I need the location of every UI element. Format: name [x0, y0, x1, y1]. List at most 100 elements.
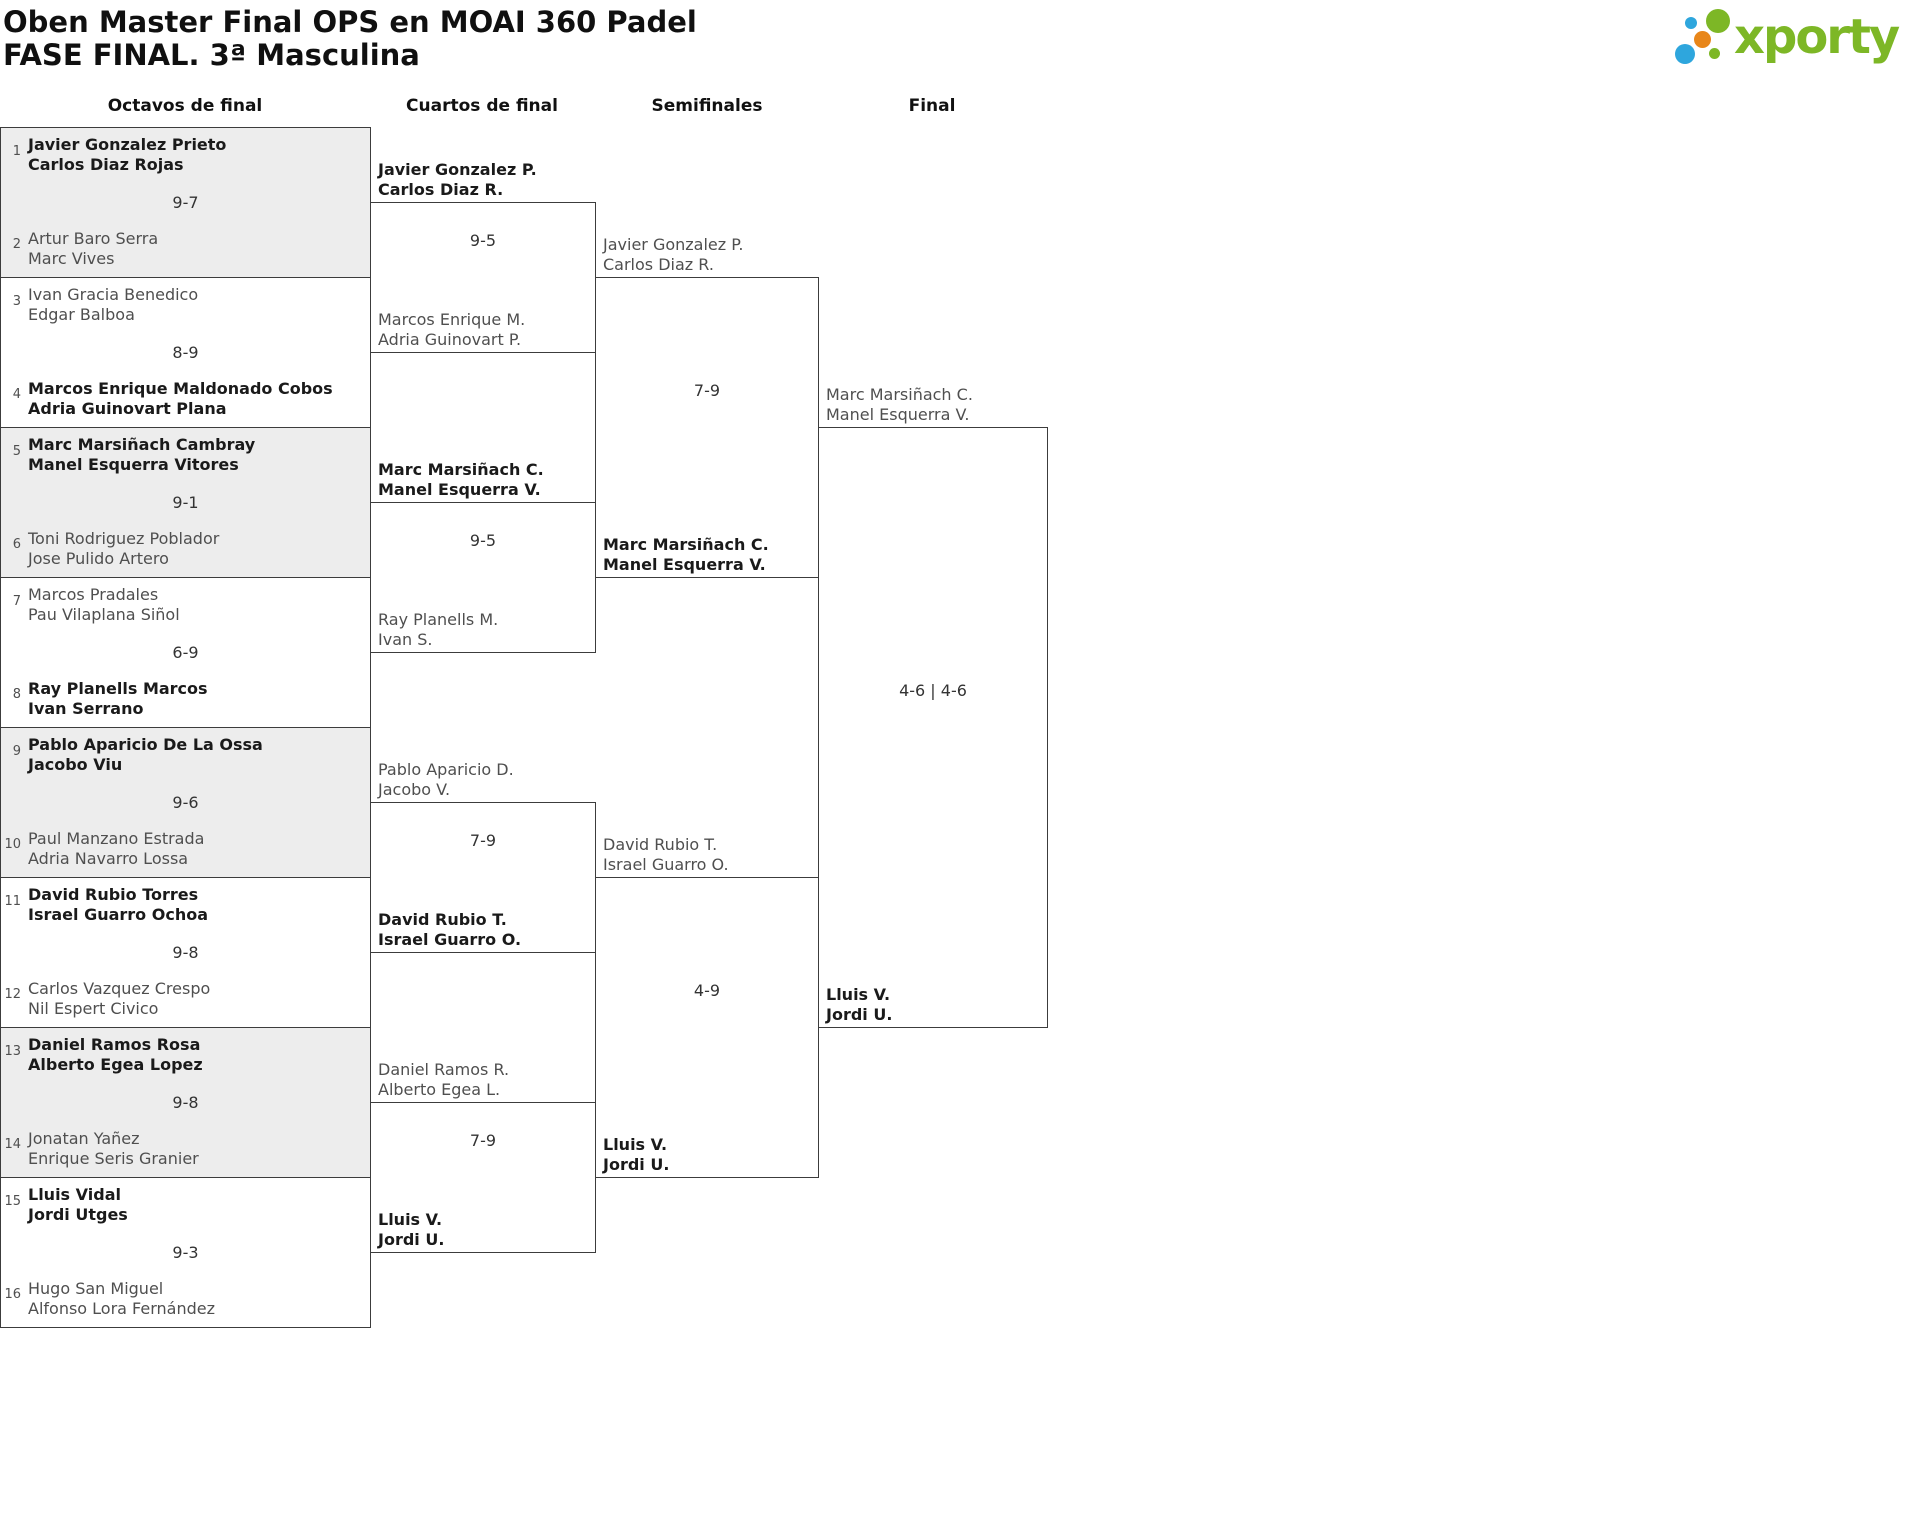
seed-number: 8 [12, 687, 21, 702]
team-name-line: Manel Esquerra V. [826, 405, 970, 424]
match-score: 8-9 [172, 343, 199, 362]
team-name-line: Israel Guarro Ochoa [28, 905, 208, 924]
team-entry-top: Pablo Aparicio D.Jacobo V. [378, 760, 514, 800]
seed-number: 16 [4, 1287, 21, 1302]
logo-dot-green-large-icon [1706, 9, 1730, 33]
seed-number: 15 [4, 1194, 21, 1209]
seed-number: 3 [12, 294, 21, 309]
team-entry-top: Daniel Ramos R.Alberto Egea L. [378, 1060, 509, 1100]
team-name-line: Manel Esquerra V. [603, 555, 766, 574]
team-name-line: Carlos Diaz R. [603, 255, 714, 274]
team-name-line: Adria Guinovart P. [378, 330, 522, 349]
match-score: 6-9 [172, 643, 199, 662]
team-name-line: Ray Planells M. [378, 610, 499, 629]
match-score: 9-8 [172, 943, 199, 962]
match-score: 4-6 | 4-6 [899, 681, 967, 700]
round-header-cuartos: Cuartos de final [406, 96, 558, 116]
team-entry-top: Marc Marsiñach C.Manel Esquerra V. [378, 460, 544, 500]
match-score: 9-5 [469, 231, 497, 250]
match-score: 9-1 [172, 493, 199, 512]
team-name-line: David Rubio T. [378, 910, 507, 929]
match-box-cuartos-4: Daniel Ramos R.Alberto Egea L. Lluis V.Jo… [370, 1060, 596, 1253]
team-name-line: Ivan Gracia Benedico [28, 285, 199, 304]
match-box-semifinales-1: Javier Gonzalez P.Carlos Diaz R.Marc Mar… [595, 235, 819, 578]
team-name-line: Alfonso Lora Fernández [28, 1299, 216, 1318]
team-name-line: Jose Pulido Artero [28, 549, 169, 568]
match-score: 4-9 [693, 981, 721, 1000]
team-name-line: Pablo Aparicio D. [378, 760, 514, 779]
team-name-line: Nil Espert Civico [28, 999, 159, 1018]
match-box-final-1: Marc Marsiñach C.Manel Esquerra V.Lluis … [818, 385, 1048, 1028]
team-name-line: Edgar Balboa [28, 305, 135, 324]
team-name-line: David Rubio T. [603, 835, 718, 854]
team-entry-top: Javier Gonzalez P.Carlos Diaz R. [603, 235, 744, 275]
team-name-line: Jordi U. [603, 1155, 670, 1174]
xporty-logo: xporty [1674, 6, 1920, 70]
team-name-line: Jacobo Viu [28, 755, 123, 774]
team-name-line: Marc Marsiñach C. [378, 460, 544, 479]
match-score: 9-7 [172, 193, 199, 212]
team-name-line: Adria Navarro Lossa [28, 849, 189, 868]
team-name-line: Jordi U. [378, 1230, 445, 1249]
team-name-line: Jonatan Yañez [28, 1129, 140, 1148]
team-entry-bottom: David Rubio T.Israel Guarro O. [378, 910, 521, 950]
match-box-semifinales-2: David Rubio T.Israel Guarro O.Lluis V.Jo… [595, 835, 819, 1178]
match-score: 7-9 [693, 381, 721, 400]
team-entry-bottom: Lluis V.Jordi U. [603, 1135, 669, 1175]
team-name-line: Ivan S. [378, 630, 433, 649]
team-name-line: Jordi U. [826, 1005, 893, 1024]
team-name-line: Israel Guarro O. [378, 930, 522, 949]
team-name-line: Javier Gonzalez P. [378, 160, 537, 179]
seed-number: 5 [12, 444, 21, 459]
team-name-line: Marc Vives [28, 249, 115, 268]
seed-number: 12 [4, 987, 21, 1002]
round-header-semifinales: Semifinales [651, 96, 763, 116]
team-name-line: Ray Planells Marcos [28, 679, 208, 698]
logo-dot-blue-small-icon [1685, 17, 1697, 29]
match-box-cuartos-2: Marc Marsiñach C.Manel Esquerra V. Ray Pl… [370, 460, 596, 653]
team-name-line: Daniel Ramos R. [378, 1060, 510, 1079]
team-entry-bottom: Lluis V.Jordi U. [826, 985, 892, 1025]
team-name-line: Daniel Ramos Rosa [28, 1035, 201, 1054]
xporty-logo-text: xporty [1734, 9, 1900, 65]
team-name-line: Marcos Pradales [28, 585, 159, 604]
team-name-line: Pablo Aparicio De La Ossa [28, 735, 263, 754]
team-name-line: Enrique Seris Granier [28, 1149, 199, 1168]
seed-number: 13 [4, 1044, 21, 1059]
seed-number: 4 [12, 387, 21, 402]
match-score: 9-6 [172, 793, 199, 812]
logo-dot-blue-large-icon [1675, 44, 1695, 64]
team-name-line: Ivan Serrano [28, 699, 144, 718]
team-name-line: Hugo San Miguel [28, 1279, 164, 1298]
match-score: 7-9 [469, 831, 497, 850]
team-name-line: Lluis V. [378, 1210, 443, 1229]
seed-number: 7 [12, 594, 21, 609]
match-box-cuartos-3: Pablo Aparicio D.Jacobo V. David Rubio T.… [370, 760, 596, 953]
seed-number: 2 [12, 237, 21, 252]
match-score: 9-5 [469, 531, 497, 550]
team-name-line: Alberto Egea Lopez [28, 1055, 203, 1074]
logo-dot-green-small-icon [1709, 48, 1720, 59]
team-name-line: Artur Baro Serra [28, 229, 159, 248]
team-entry-bottom: Lluis V.Jordi U. [378, 1210, 444, 1250]
team-name-line: Paul Manzano Estrada [28, 829, 205, 848]
team-name-line: Carlos Diaz R. [378, 180, 504, 199]
team-entry-bottom: Marcos Enrique M.Adria Guinovart P. [378, 310, 525, 350]
seed-number: 6 [12, 537, 21, 552]
team-name-line: Manel Esquerra V. [378, 480, 541, 499]
team-name-line: Lluis V. [603, 1135, 668, 1154]
match-score: 7-9 [469, 1131, 497, 1150]
team-name-line: Lluis Vidal [28, 1185, 121, 1204]
